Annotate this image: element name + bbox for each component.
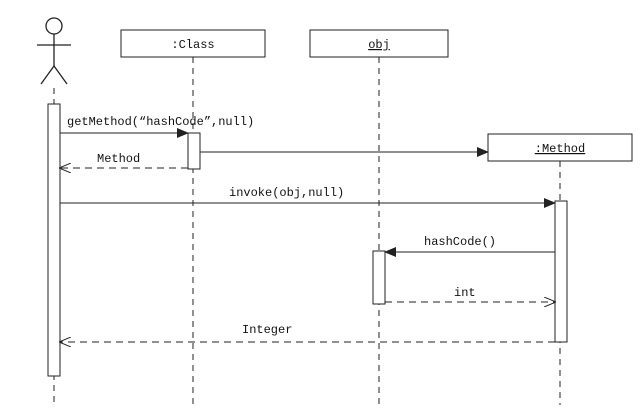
int-return-label: int xyxy=(454,286,476,300)
method-return-label: Method xyxy=(97,152,140,166)
get-method-label: getMethod(“hashCode”,null) xyxy=(67,115,254,129)
integer-return-label: Integer xyxy=(242,323,292,337)
participant-class-label: :Class xyxy=(171,38,214,52)
actor-stick-figure-icon xyxy=(37,17,71,85)
invoke-label: invoke(obj,null) xyxy=(229,186,344,200)
participant-class: :Class xyxy=(120,29,266,58)
participant-method: :Method xyxy=(487,133,633,162)
participant-method-label: :Method xyxy=(535,142,585,156)
method-activation-bar xyxy=(554,200,568,343)
hashcode-label: hashCode() xyxy=(424,235,496,249)
actor-activation-bar xyxy=(47,103,61,377)
class-activation-bar xyxy=(187,132,201,170)
obj-activation-bar xyxy=(372,250,386,305)
participant-obj: obj xyxy=(309,29,449,58)
participant-obj-label: obj xyxy=(368,38,390,52)
